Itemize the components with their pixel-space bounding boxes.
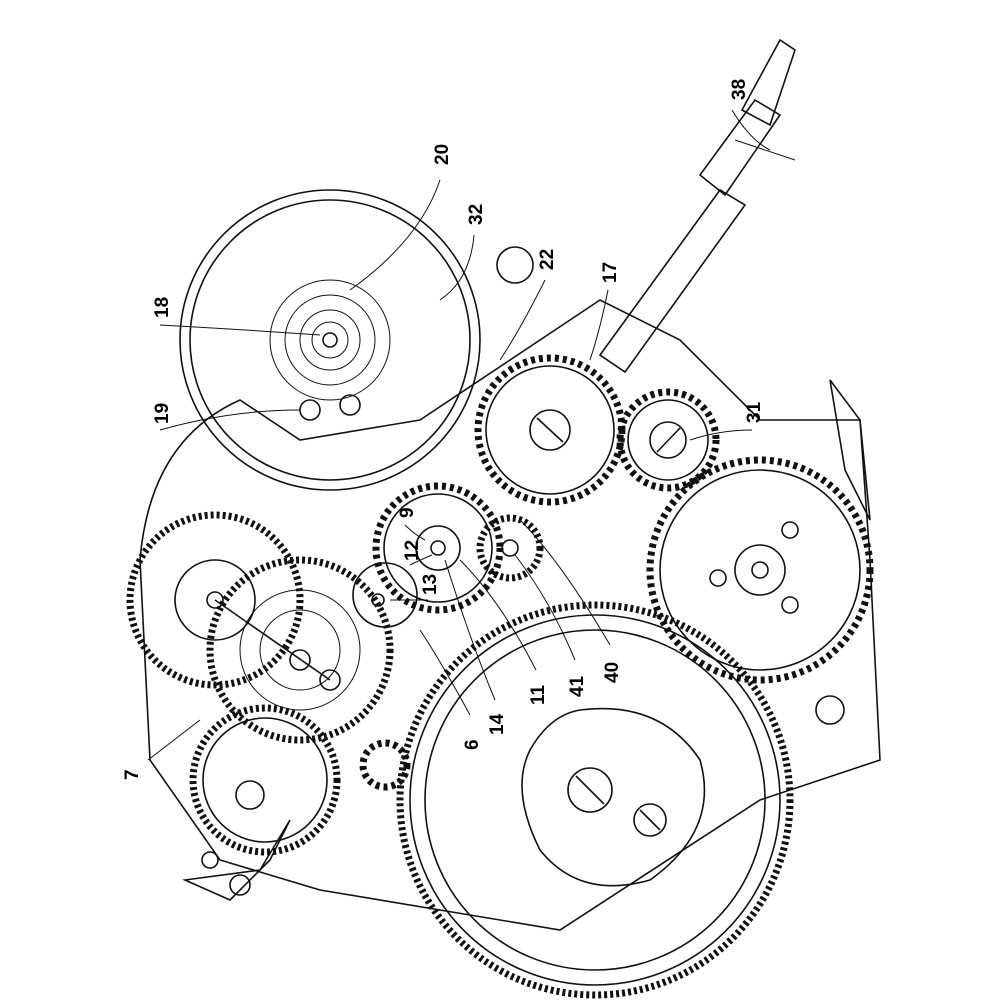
label-12: 12 (402, 540, 423, 561)
label-6: 6 (462, 739, 483, 750)
label-17: 17 (600, 262, 621, 283)
large-ring-gear (396, 601, 794, 999)
lever-bottom-left (182, 819, 291, 901)
balance-wheel (179, 189, 481, 491)
label-41: 41 (567, 675, 588, 697)
winding-stem (598, 38, 796, 374)
label-19: 19 (152, 403, 173, 424)
gear-9-12 (372, 482, 504, 614)
label-40: 40 (602, 662, 623, 683)
label-11: 11 (528, 684, 549, 705)
label-7: 7 (122, 769, 143, 780)
leader-lines (147, 109, 771, 761)
label-13: 13 (420, 574, 441, 595)
label-31: 31 (744, 401, 765, 423)
screw-top (496, 246, 534, 284)
gear-13 (352, 562, 418, 628)
gear-41 (476, 514, 544, 582)
label-9: 9 (397, 507, 418, 518)
label-14: 14 (487, 713, 508, 735)
gear-31 (616, 388, 720, 492)
gear-lower-left (189, 704, 341, 869)
large-gear-right (646, 456, 874, 725)
mainspring-barrel (206, 556, 394, 744)
label-18: 18 (152, 297, 173, 318)
label-20: 20 (432, 144, 453, 165)
gear-17 (474, 354, 626, 506)
label-22: 22 (537, 249, 558, 270)
lever-right (829, 379, 871, 521)
label-32: 32 (466, 204, 487, 225)
pinion-center (359, 739, 411, 791)
label-38: 38 (729, 79, 750, 100)
